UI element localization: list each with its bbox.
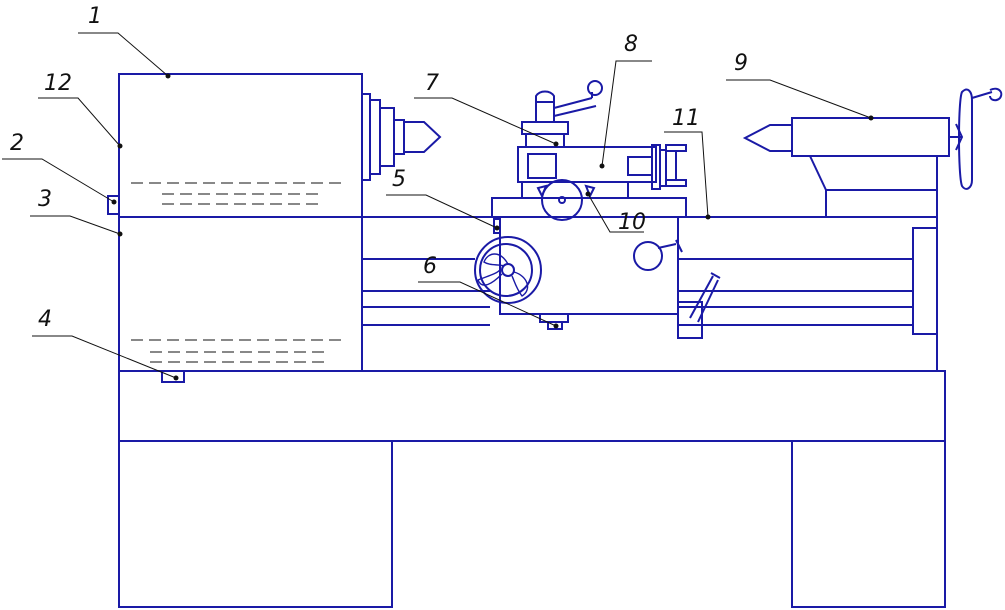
callout-labels: 1 12 2 3 4 5 6 7 8 9 10 11 xyxy=(10,4,748,332)
apron xyxy=(470,197,687,330)
lathe-base xyxy=(118,370,946,608)
callout-9: 9 xyxy=(734,51,748,76)
callout-4: 4 xyxy=(38,307,52,332)
callout-11: 11 xyxy=(672,106,700,131)
tool-post xyxy=(521,80,603,148)
callout-2: 2 xyxy=(10,131,24,156)
spindle xyxy=(361,93,442,181)
callout-8: 8 xyxy=(624,32,638,57)
callout-6: 6 xyxy=(423,254,437,279)
callout-5: 5 xyxy=(392,167,406,192)
callout-10: 10 xyxy=(618,210,646,235)
carriage xyxy=(517,144,687,221)
leader-dots xyxy=(111,73,874,381)
callout-12: 12 xyxy=(44,71,72,96)
callout-7: 7 xyxy=(425,71,439,96)
bed xyxy=(119,216,938,371)
callout-1: 1 xyxy=(88,4,102,29)
tailstock xyxy=(742,87,1003,217)
callout-3: 3 xyxy=(38,187,52,212)
headstock xyxy=(107,73,363,383)
leader-lines xyxy=(2,32,872,379)
